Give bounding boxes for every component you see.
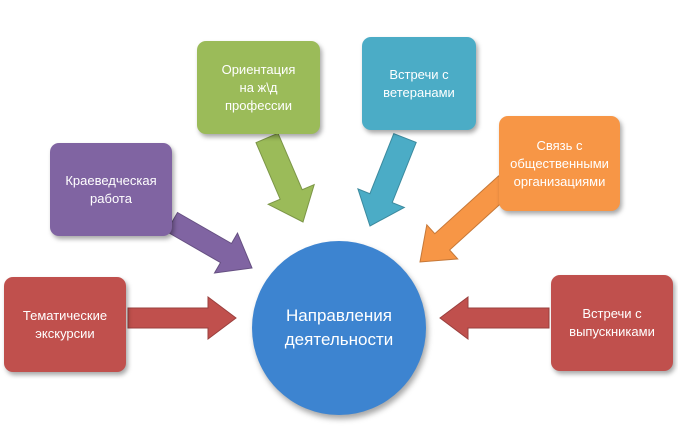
arrow-local_history [165,211,253,274]
center-circle: Направления деятельности [252,241,426,415]
node-public-orgs-label: Связь с общественными организациями [510,137,609,189]
node-railway-orientation-label: Ориентация на ж\д профессии [221,61,296,113]
node-excursions-label: Тематические экскурсии [22,307,108,341]
arrow-graduates [439,296,550,340]
node-local-history: Краеведческая работа [50,143,172,236]
node-railway-orientation: Ориентация на ж\д профессии [197,41,320,134]
node-graduates: Встречи с выпускниками [551,275,673,371]
node-excursions: Тематические экскурсии [4,277,126,372]
node-veterans-label: Встречи с ветеранами [383,66,455,100]
node-veterans: Встречи с ветеранами [362,37,476,130]
arrow-railway_orientation [255,132,315,223]
arrow-veterans [357,132,417,227]
center-label: Направления деятельности [284,306,394,349]
node-public-orgs: Связь с общественными организациями [499,116,620,211]
node-graduates-label: Встречи с выпускниками [569,306,655,339]
arrow-excursions [127,296,237,340]
node-local-history-label: Краеведческая работа [65,172,157,206]
